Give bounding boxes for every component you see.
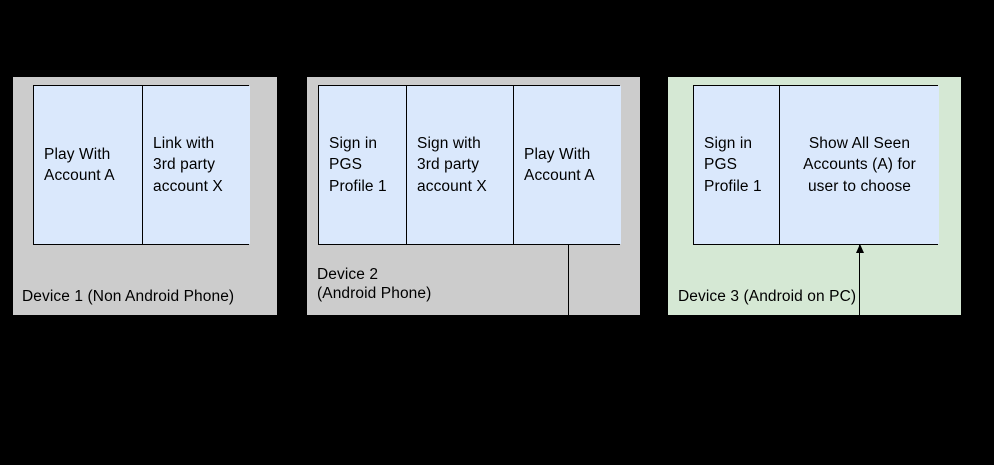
device-3-incoming-arrow bbox=[855, 244, 864, 315]
device-3-label: Device 3 (Android on PC) bbox=[678, 288, 857, 305]
device-3-step-1[interactable]: Sign in PGS Profile 1 bbox=[694, 86, 779, 244]
device-2-step-1[interactable]: Sign in PGS Profile 1 bbox=[319, 86, 406, 244]
device-1-label: Device 1 (Non Android Phone) bbox=[22, 288, 235, 305]
device-1-step-2[interactable]: Link with 3rd party account X bbox=[142, 86, 250, 244]
device-3-step-2[interactable]: Show All Seen Accounts (A) for user to c… bbox=[779, 86, 939, 244]
device-1-step-1[interactable]: Play With Account A bbox=[34, 86, 142, 244]
device-2-step-2[interactable]: Sign with 3rd party account X bbox=[406, 86, 513, 244]
device-2-step-3[interactable]: Play With Account A bbox=[513, 86, 621, 244]
device-2-drop-line bbox=[568, 245, 569, 315]
device-2-label: Device 2 (Android Phone) bbox=[317, 266, 432, 302]
